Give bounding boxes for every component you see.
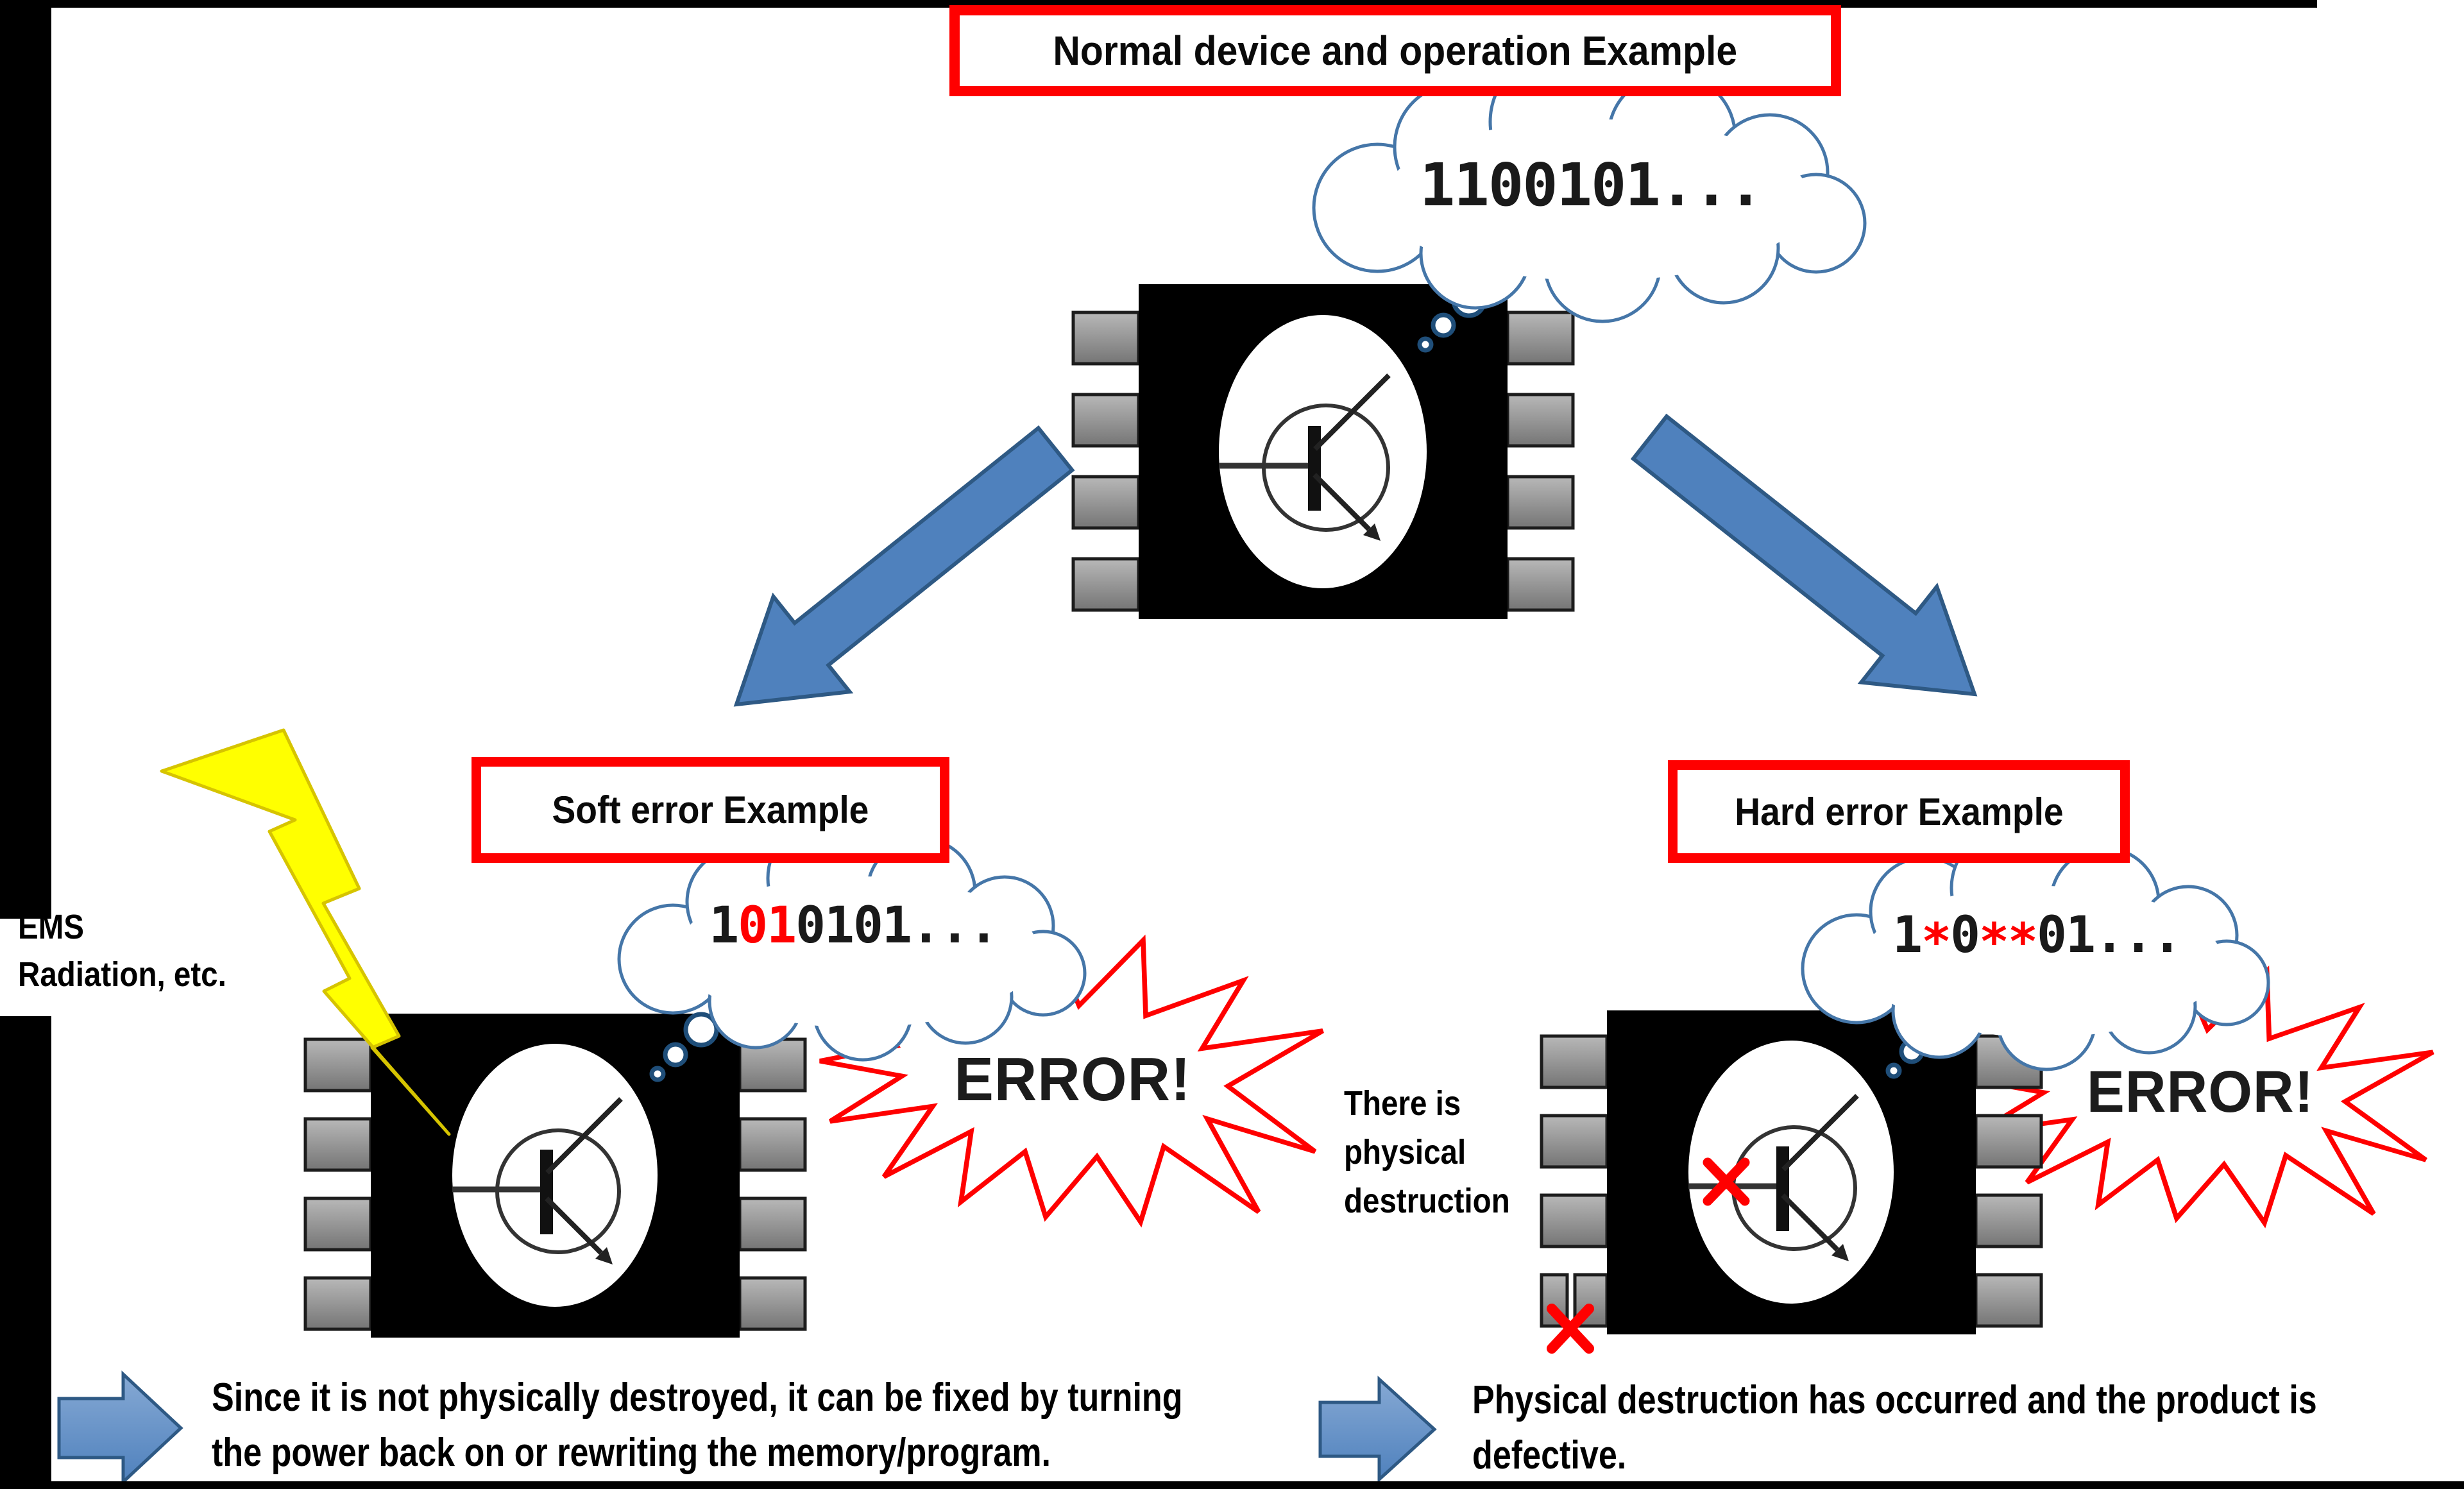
bit-seg: 01... — [2037, 906, 2182, 964]
soft-note-line: the power back on or rewriting the memor… — [212, 1431, 1051, 1475]
chip-pin — [738, 1196, 807, 1252]
damage-x-pin-icon — [1547, 1304, 1594, 1354]
chip-die — [1219, 315, 1427, 588]
soft-note-line: Since it is not physically destroyed, it… — [212, 1375, 1183, 1420]
hard-title-box: Hard error Example — [1668, 760, 2130, 863]
bit-text: 1100101... — [1420, 151, 1763, 219]
hard-note-line: Physical destruction has occurred and th… — [1472, 1378, 2317, 1422]
hard-note-arrow-icon — [1318, 1375, 1437, 1483]
chip-pin — [1974, 1273, 2043, 1328]
chip-pin — [303, 1276, 373, 1331]
chip-pin — [1506, 311, 1575, 366]
chip-pin — [1071, 557, 1141, 612]
soft-error-label: ERROR! — [954, 1045, 1191, 1114]
chip-die — [1688, 1041, 1894, 1304]
hard-note: Physical destruction has occurred and th… — [1472, 1373, 2464, 1483]
bit-seg: 1 — [709, 897, 739, 955]
soft-note-arrow-icon — [57, 1370, 183, 1486]
chip-pin — [303, 1037, 373, 1093]
chip-pin — [1540, 1114, 1609, 1169]
soft-title-box: Soft error Example — [472, 757, 949, 863]
ems-caption-line: Radiation, etc. — [18, 955, 226, 994]
chip-pin — [1071, 393, 1141, 448]
thought-bubbles-icon — [649, 1012, 719, 1082]
normal-cloud-bits: 1100101... — [1302, 151, 1880, 219]
damage-x-transistor-icon — [1703, 1157, 1750, 1206]
normal-chip-icon — [1071, 282, 1575, 619]
soft-cloud-bits: 1010101... — [609, 897, 1097, 955]
normal-title-box: Normal device and operation Example — [949, 5, 1841, 96]
bit-seg-flipped: 01 — [738, 897, 797, 955]
chip-pin — [303, 1117, 373, 1172]
caption-line: There is — [1344, 1084, 1461, 1123]
ems-caption-line: EMS — [18, 908, 84, 946]
bit-seg: 0101... — [795, 897, 999, 955]
soft-title-label: Soft error Example — [552, 788, 869, 831]
chip-pin — [1540, 1034, 1609, 1089]
bit-seg: 1 — [1892, 906, 1923, 964]
hard-chip-icon — [1540, 1008, 2043, 1354]
chip-die — [452, 1044, 658, 1307]
ems-caption: EMS Radiation, etc. — [18, 903, 255, 998]
chip-pin — [1540, 1193, 1609, 1248]
arrow-to-hard — [1630, 413, 1978, 697]
bit-seg-destroyed: * — [1921, 913, 1951, 971]
arrow-to-soft — [733, 425, 1075, 707]
lightning-bolt-icon — [160, 728, 451, 1136]
physical-destruction-caption: There is physical destruction — [1344, 1079, 1533, 1225]
chip-pin — [1974, 1193, 2043, 1248]
transistor-symbol-icon — [1219, 373, 1391, 541]
chip-pin — [1071, 311, 1141, 366]
hard-title-label: Hard error Example — [1734, 790, 2064, 833]
hard-cloud-bits: 1*0**01... — [1793, 906, 2281, 971]
chip-pin — [1506, 557, 1575, 612]
chip-pin — [738, 1117, 807, 1172]
soft-note: Since it is not physically destroyed, it… — [212, 1370, 1368, 1481]
soft-chip-icon — [303, 1012, 807, 1338]
left-black-strip-upper — [0, 0, 51, 919]
chip-pin — [1506, 475, 1575, 530]
transistor-symbol-icon — [452, 1097, 623, 1264]
bit-seg: 0 — [1950, 906, 1980, 964]
hard-error-label: ERROR! — [2086, 1059, 2315, 1125]
chip-pin — [1071, 475, 1141, 530]
chip-pin — [1506, 393, 1575, 448]
normal-title-label: Normal device and operation Example — [1053, 28, 1738, 74]
left-black-strip-lower — [0, 1016, 51, 1489]
chip-pin — [738, 1276, 807, 1331]
bit-seg-destroyed: ** — [1979, 913, 2038, 971]
caption-line: destruction — [1344, 1182, 1510, 1220]
caption-line: physical — [1344, 1133, 1466, 1171]
chip-pin — [1974, 1114, 2043, 1169]
bottom-black-bar — [0, 1481, 2464, 1489]
hard-note-line: defective. — [1472, 1433, 1627, 1477]
chip-pin — [303, 1196, 373, 1252]
